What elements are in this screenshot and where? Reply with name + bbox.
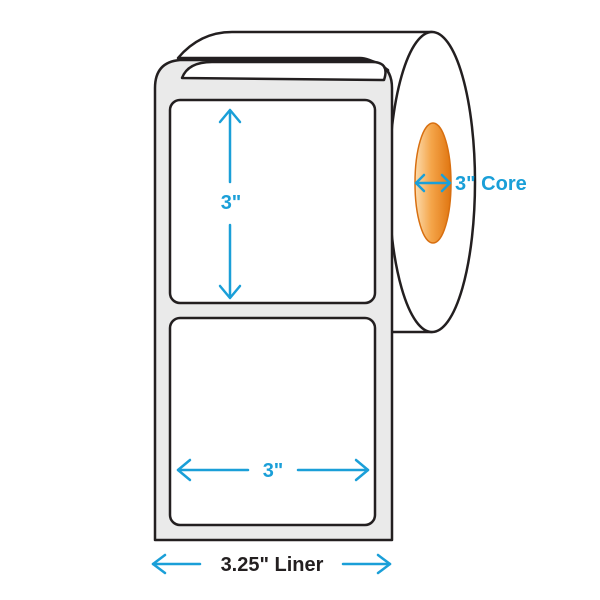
label-width-text: 3" [263, 460, 284, 482]
liner-dimension [151, 553, 392, 575]
core-text: 3" Core [455, 173, 527, 195]
label-bottom [168, 316, 377, 527]
height-dimension [218, 108, 242, 300]
core-dimension [414, 173, 452, 193]
label-top [168, 98, 377, 305]
rolled-label-edge [180, 60, 387, 82]
width-dimension [176, 458, 370, 482]
liner-text: 3.25" Liner [221, 554, 324, 576]
label-height-text: 3" [221, 192, 242, 214]
